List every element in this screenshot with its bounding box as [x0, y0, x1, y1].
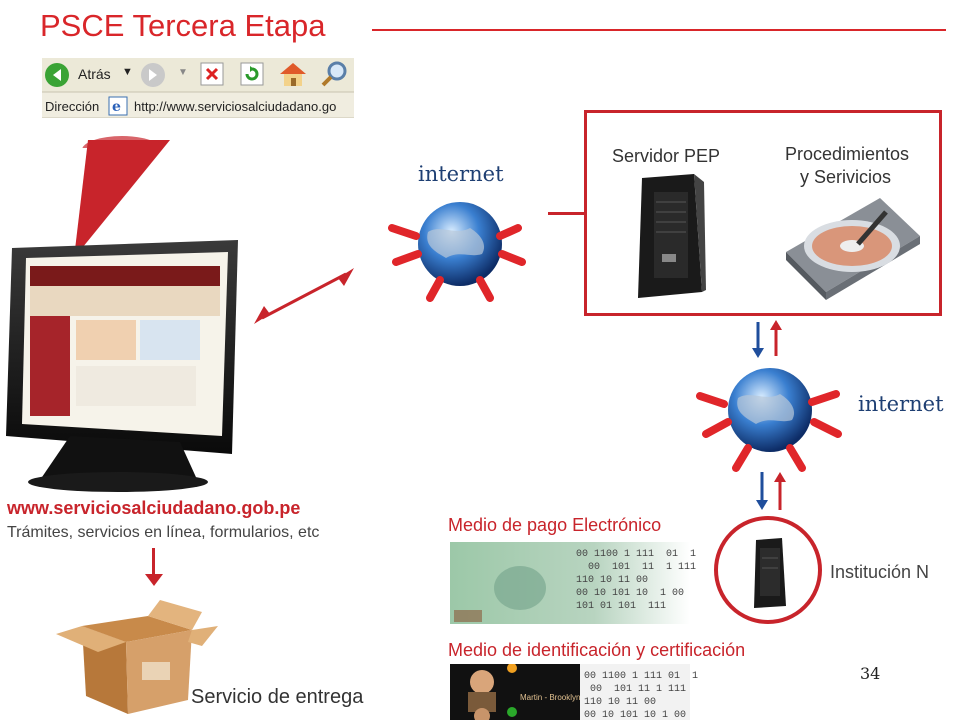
internet-label-right: internet: [858, 392, 944, 416]
server-tower-icon: [638, 174, 706, 298]
portal-subtitle: Trámites, servicios en línea, formulario…: [7, 524, 320, 541]
back-label[interactable]: Atrás: [78, 66, 111, 82]
callout-pointer: [74, 140, 170, 258]
procedures-label-1: Procedimientos: [785, 144, 910, 164]
package-box-icon: [56, 600, 218, 714]
portal-url[interactable]: www.serviciosalciudadano.gob.pe: [7, 498, 301, 518]
institution-circle: [714, 516, 822, 624]
procedures-label-2: y Serivicios: [800, 167, 892, 187]
back-dropdown-icon[interactable]: ▼: [122, 66, 133, 78]
identity-name-0: Martin - Brooklyn: [520, 693, 581, 702]
stop-icon[interactable]: [200, 62, 224, 91]
payment-binary: 00 1100 1 111 01 1 00 101 11 1 111 110 1…: [576, 549, 697, 612]
home-icon[interactable]: [278, 60, 308, 93]
monitor-internet-arrow: [254, 268, 354, 324]
monitor: [6, 240, 238, 492]
globe-to-server-line: [548, 212, 586, 215]
refresh-icon[interactable]: [240, 62, 264, 91]
identification-title: Medio de identificación y certificación: [448, 640, 746, 660]
delivery-label: Servicio de entrega: [191, 686, 364, 708]
address-field[interactable]: http://www.serviciosalciudadano.go: [134, 99, 337, 114]
forward-icon[interactable]: [140, 62, 168, 93]
identification-binary: 00 1100 1 111 01 1 00 101 11 1 111 110 1…: [584, 671, 699, 721]
server-box: [584, 110, 942, 316]
globe-institution-arrows: [756, 472, 786, 510]
search-icon[interactable]: [320, 60, 350, 93]
globe-right-icon: [696, 368, 842, 472]
back-icon[interactable]: [44, 62, 72, 93]
title-rule: [372, 29, 946, 31]
box-globe-arrows: [752, 320, 782, 358]
page-number: 34: [860, 664, 881, 683]
hard-disk-icon: [786, 198, 920, 300]
forward-dropdown-icon[interactable]: ▼: [178, 67, 188, 78]
ie-page-icon: e: [108, 96, 128, 121]
identity-photos: [450, 663, 690, 724]
delivery-arrow-head: [145, 574, 163, 586]
server-pep-label: Servidor PEP: [612, 146, 721, 166]
internet-label-top: internet: [418, 162, 504, 186]
address-label: Dirección: [45, 99, 100, 114]
payment-title: Medio de pago Electrónico: [448, 515, 662, 535]
banknote-image: [450, 542, 690, 624]
globe-top-icon: [388, 202, 526, 302]
delivery-arrow-line: [152, 548, 155, 578]
institution-label: Institución N: [830, 562, 930, 582]
page-title: PSCE Tercera Etapa: [40, 8, 326, 43]
svg-text:e: e: [112, 99, 121, 115]
